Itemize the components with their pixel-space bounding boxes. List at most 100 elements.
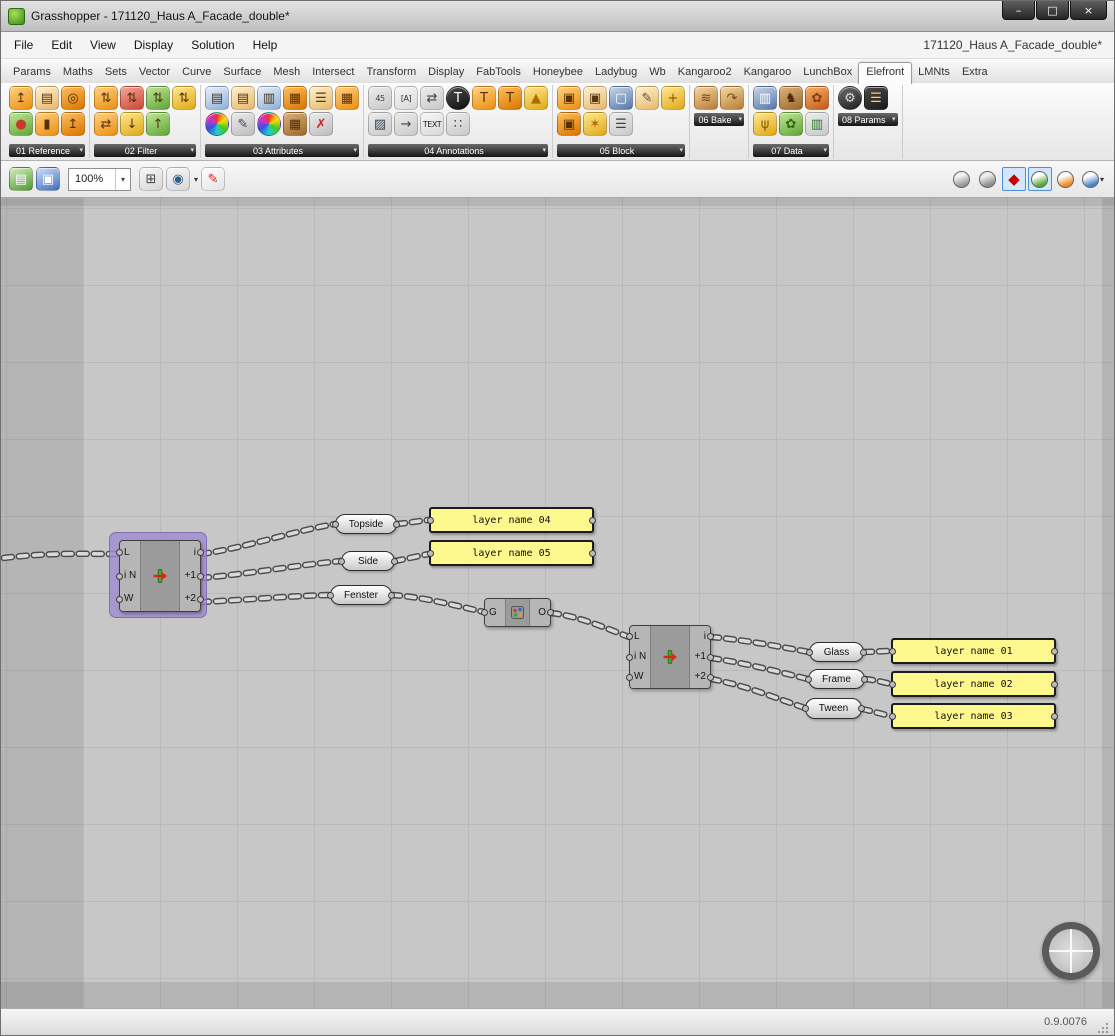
- param-nub[interactable]: [861, 675, 868, 683]
- menu-help[interactable]: Help: [252, 38, 278, 52]
- preview-shaded-icon[interactable]: ◆: [1001, 167, 1026, 191]
- navigation-compass-icon[interactable]: [1042, 922, 1100, 980]
- filter-up-icon[interactable]: ↑: [146, 112, 170, 136]
- canvas-paint-icon[interactable]: ✎: [201, 167, 226, 191]
- param-nub[interactable]: [707, 632, 714, 640]
- input-param-label[interactable]: W: [124, 592, 134, 604]
- annotation-dimension-angle-icon[interactable]: 45: [368, 86, 392, 110]
- tab-mesh[interactable]: Mesh: [273, 66, 301, 78]
- param-nub[interactable]: [805, 675, 812, 683]
- param-nub[interactable]: [116, 595, 123, 603]
- capsule-glass[interactable]: Glass: [806, 642, 867, 662]
- reference-object-icon[interactable]: ●: [9, 112, 33, 136]
- filter-green-tree-icon[interactable]: ⇅: [146, 86, 170, 110]
- panel-layer-name-05[interactable]: layer name 05: [427, 540, 596, 566]
- param-nub[interactable]: [889, 680, 896, 688]
- menu-display[interactable]: Display: [133, 38, 174, 52]
- annotation-text-dot-icon[interactable]: T: [446, 86, 470, 110]
- annotation-text-label-icon[interactable]: TEXT: [420, 112, 444, 136]
- resize-grip[interactable]: [1097, 1022, 1110, 1035]
- param-nub[interactable]: [860, 648, 867, 656]
- reference-sheet-icon[interactable]: ▤: [35, 86, 59, 110]
- preview-visibility-icon[interactable]: ◉: [166, 167, 190, 191]
- annotation-dots-icon[interactable]: ∷: [446, 112, 470, 136]
- block-bake-icon[interactable]: ▣: [557, 112, 581, 136]
- param-nub[interactable]: [806, 648, 813, 656]
- input-param-label[interactable]: i N: [634, 651, 647, 662]
- capsule-topside[interactable]: Topside: [332, 514, 400, 534]
- annotation-text-frame-icon[interactable]: [A]: [394, 86, 418, 110]
- reference-geometry-icon[interactable]: ↥: [9, 86, 33, 110]
- panel-layer-name-01[interactable]: layer name 01: [889, 638, 1058, 664]
- tab-kangaroo[interactable]: Kangaroo: [743, 66, 792, 78]
- attributes-materials-icon[interactable]: ▦: [283, 112, 307, 136]
- tab-lmnts[interactable]: LMNts: [918, 66, 950, 78]
- panel-layer-name-04[interactable]: layer name 04: [427, 507, 596, 533]
- output-param-label[interactable]: +1: [694, 651, 706, 662]
- block-axes-icon[interactable]: +: [661, 86, 685, 110]
- param-nub[interactable]: [589, 516, 596, 524]
- data-leaf-icon[interactable]: ✿: [779, 112, 803, 136]
- preview-rendered-icon[interactable]: ▾: [1080, 167, 1106, 191]
- param-nub[interactable]: [427, 549, 434, 557]
- dropdown-arrow-icon[interactable]: ▾: [194, 174, 199, 184]
- menu-solution[interactable]: Solution: [191, 38, 235, 52]
- param-nub[interactable]: [802, 705, 809, 712]
- ribbon-group-label-02-filter[interactable]: 02 Filter▾: [94, 144, 196, 157]
- input-param-label[interactable]: W: [634, 671, 644, 682]
- tab-honeybee[interactable]: Honeybee: [532, 66, 584, 78]
- tab-display[interactable]: Display: [428, 66, 465, 78]
- annotation-text-on-surface-icon[interactable]: T: [498, 86, 522, 110]
- tab-wb[interactable]: Wb: [649, 66, 666, 78]
- output-param-label[interactable]: +2: [694, 671, 706, 682]
- tab-extra[interactable]: Extra: [961, 66, 988, 78]
- tab-ladybug[interactable]: Ladybug: [595, 66, 638, 78]
- attributes-library-icon[interactable]: ▦: [335, 86, 359, 110]
- annotation-leader-icon[interactable]: →: [394, 112, 418, 136]
- attributes-remove-icon[interactable]: ✗: [309, 112, 333, 136]
- tab-elefront[interactable]: Elefront: [858, 62, 913, 84]
- params-list-icon[interactable]: ☰: [864, 86, 888, 110]
- data-squirrel-icon[interactable]: ♞: [779, 86, 803, 110]
- minimize-button[interactable]: –: [1002, 1, 1035, 20]
- menu-view[interactable]: View: [90, 38, 116, 52]
- param-nub[interactable]: [626, 632, 633, 640]
- param-nub[interactable]: [1051, 712, 1058, 720]
- annotation-cone-icon[interactable]: ▲: [524, 86, 548, 110]
- annotation-dimension-linear-icon[interactable]: ⇄: [420, 86, 444, 110]
- param-nub[interactable]: [197, 595, 204, 603]
- param-nub[interactable]: [388, 591, 395, 599]
- block-camera-icon[interactable]: ▢: [609, 86, 633, 110]
- ribbon-group-label-04-annotations[interactable]: 04 Annotations▾: [368, 144, 548, 157]
- param-nub[interactable]: [1051, 647, 1058, 655]
- attributes-color-circle-icon[interactable]: [257, 112, 281, 136]
- annotation-text-icon[interactable]: T: [472, 86, 496, 110]
- block-edit-icon[interactable]: ✎: [635, 86, 659, 110]
- ribbon-group-label-07-data[interactable]: 07 Data▾: [753, 144, 829, 157]
- ribbon-group-label-03-attributes[interactable]: 03 Attributes▾: [205, 144, 359, 157]
- param-nub[interactable]: [1051, 680, 1058, 688]
- menu-file[interactable]: File: [14, 38, 34, 52]
- attributes-edit-icon[interactable]: ✎: [231, 112, 255, 136]
- zoom-dropdown-arrow-icon[interactable]: ▾: [115, 168, 130, 190]
- param-nub[interactable]: [327, 591, 334, 599]
- data-wheat-icon[interactable]: ψ: [753, 112, 777, 136]
- data-autumn-leaf-icon[interactable]: ✿: [805, 86, 829, 110]
- attributes-set-object-icon[interactable]: ▥: [257, 86, 281, 110]
- bake-by-name-icon[interactable]: ↷: [720, 86, 744, 110]
- params-nut-icon[interactable]: ⚙: [838, 86, 862, 110]
- tab-lunchbox[interactable]: LunchBox: [803, 66, 853, 78]
- close-button[interactable]: ×: [1070, 1, 1107, 20]
- capsule-tween[interactable]: Tween: [802, 698, 865, 719]
- data-chart-icon[interactable]: ▥: [753, 86, 777, 110]
- filter-red-tree-icon[interactable]: ⇅: [120, 86, 144, 110]
- capsule-frame[interactable]: Frame: [805, 669, 868, 689]
- ribbon-group-label-08-params[interactable]: 08 Params▾: [838, 113, 898, 126]
- filter-by-name-icon[interactable]: ⇅: [94, 86, 118, 110]
- attributes-get-object-icon[interactable]: ▤: [205, 86, 229, 110]
- param-nub[interactable]: [391, 557, 398, 565]
- param-nub[interactable]: [338, 557, 345, 565]
